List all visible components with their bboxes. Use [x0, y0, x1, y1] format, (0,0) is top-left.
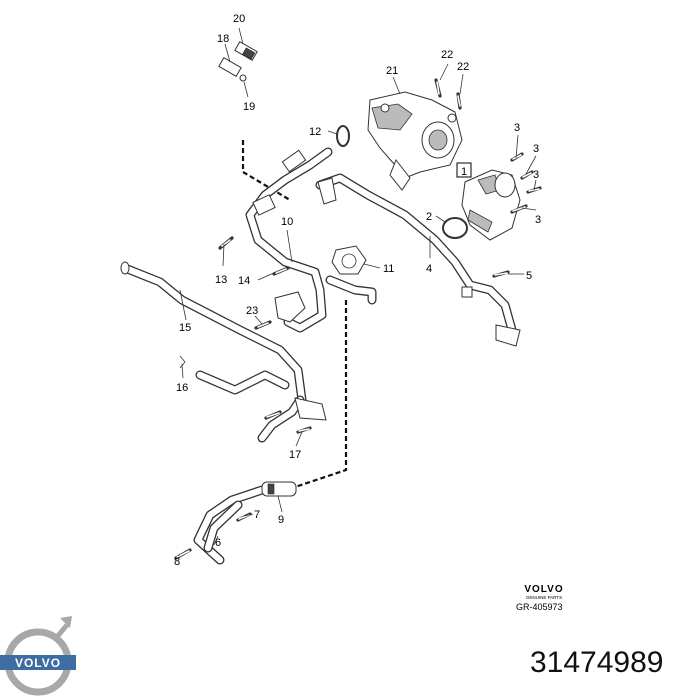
- pipe-15: [120, 261, 307, 405]
- stamp-brand: VOLVO: [524, 584, 563, 595]
- genuine-parts-stamp: VOLVO GENUINE PARTS GR-405973: [516, 584, 563, 612]
- volvo-logo-band: [0, 655, 76, 670]
- callout-21: 21: [386, 65, 398, 77]
- pipe-10: [245, 147, 377, 333]
- callout-14: 14: [238, 275, 250, 287]
- callout-1: 1: [461, 166, 467, 178]
- callout-15: 15: [179, 322, 191, 334]
- callout-6: 6: [215, 537, 221, 549]
- callout-22b: 22: [457, 61, 469, 73]
- callout-13: 13: [215, 274, 227, 286]
- callout-20: 20: [233, 13, 245, 25]
- callout-7: 7: [254, 509, 260, 521]
- callout-1-box: [456, 162, 472, 178]
- callout-4: 4: [426, 263, 432, 275]
- water-pump-21: [367, 91, 463, 191]
- callout-8: 8: [174, 556, 180, 568]
- callout-3d: 3: [535, 214, 541, 226]
- callout-12: 12: [309, 126, 321, 138]
- callout-18: 18: [217, 33, 229, 45]
- bolts: [174, 78, 542, 560]
- callout-9: 9: [278, 514, 284, 526]
- callout-2: 2: [426, 211, 432, 223]
- callout-3c: 3: [533, 169, 539, 181]
- stamp-reference: GR-405973: [516, 602, 563, 612]
- thermostat-housing-1: [461, 169, 521, 241]
- callout-16: 16: [176, 382, 188, 394]
- volvo-logo-text: VOLVO: [15, 656, 61, 670]
- callout-19: 19: [243, 101, 255, 113]
- part-number: 31474989: [530, 646, 664, 679]
- pipe-4: [315, 173, 521, 347]
- callout-17: 17: [289, 449, 301, 461]
- callout-10: 10: [281, 216, 293, 228]
- callout-11: 11: [383, 263, 394, 275]
- callout-5: 5: [526, 270, 532, 282]
- lower-pipes: [193, 395, 327, 565]
- callout-22a: 22: [441, 49, 453, 61]
- callout-3b: 3: [533, 143, 539, 155]
- stamp-subtitle: GENUINE PARTS: [526, 595, 562, 600]
- leader-lines: [177, 27, 537, 557]
- callout-3a: 3: [514, 122, 520, 134]
- volvo-logo: VOLVO: [0, 616, 76, 696]
- callout-labels: 20 18 19 21 22 22 12 3 3 3 3 1 2 10 4 5 …: [174, 13, 541, 568]
- small-parts: [179, 40, 468, 369]
- callout-23: 23: [246, 305, 258, 317]
